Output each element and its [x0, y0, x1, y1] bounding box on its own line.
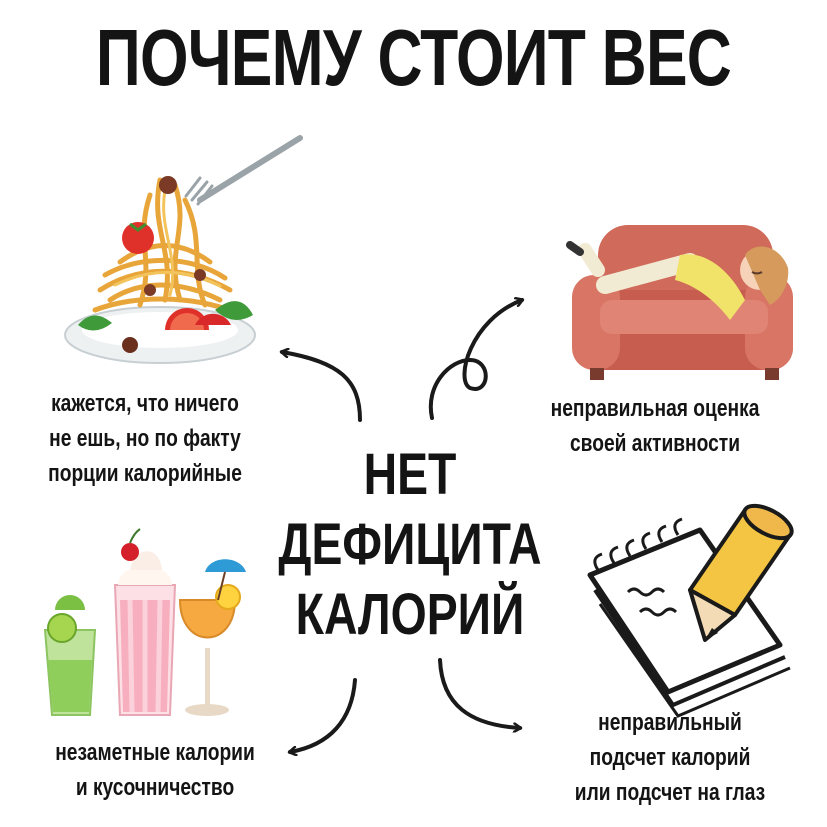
girl-on-sofa-icon: [566, 225, 793, 380]
caption-activity: неправильная оценка своей активности: [523, 391, 787, 461]
notepad-pencil-icon: [587, 503, 794, 718]
caption-line: незаметные калории: [55, 739, 255, 766]
pasta-plate-icon: [64, 135, 303, 364]
caption-line: не ешь, но по факту: [49, 425, 241, 452]
cocktails-icon: [43, 528, 246, 716]
page-title: ПОЧЕМУ СТОИТ ВЕС: [95, 13, 732, 102]
arrow-bottom-right: [438, 658, 520, 728]
caption-line: порции калорийные: [48, 460, 242, 487]
caption-portions: кажется, что ничего не ешь, но по факту …: [37, 386, 253, 491]
caption-line: своей активности: [569, 430, 741, 457]
caption-line: неправильная оценка: [550, 395, 760, 422]
caption-line: неправильный: [598, 709, 742, 736]
caption-line: подсчет калорий: [589, 744, 751, 771]
caption-line: и кусочничество: [75, 774, 235, 801]
central-line-2: ДЕФИЦИТА: [278, 512, 542, 577]
arrow-top-right: [428, 300, 522, 420]
caption-snacking: незаметные калории и кусочничество: [35, 735, 275, 805]
caption-line: кажется, что ничего: [51, 390, 239, 417]
central-line-1: НЕТ: [363, 442, 457, 507]
caption-line: или подсчет на глаз: [574, 779, 766, 806]
caption-counting: неправильный подсчет калорий или подсчет…: [550, 705, 790, 810]
arrow-top-left: [282, 352, 362, 422]
central-message: НЕТ ДЕФИЦИТА КАЛОРИЙ: [266, 440, 554, 650]
arrow-bottom-left: [290, 678, 357, 752]
central-line-3: КАЛОРИЙ: [295, 582, 525, 647]
